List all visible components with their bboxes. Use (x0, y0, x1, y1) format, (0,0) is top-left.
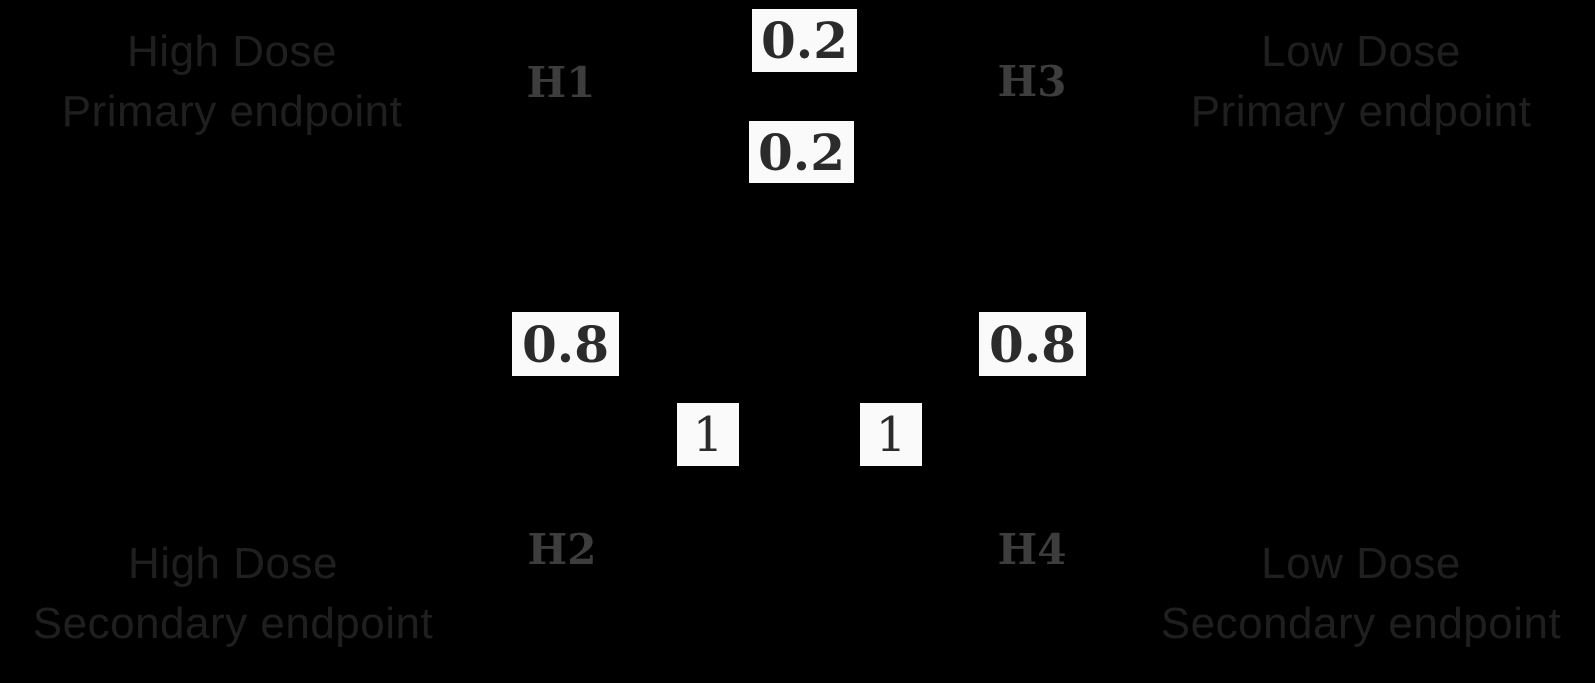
edge-weight-h3-to-h4: 0.8 (979, 312, 1086, 376)
caption-line-1: High Dose (127, 27, 337, 76)
node-label-h2: H2 (527, 525, 597, 574)
node-label-h4: H4 (997, 525, 1067, 574)
edge-weight-h3-to-h1: 0.2 (749, 121, 854, 183)
caption-low-dose-primary: Low Dose Primary endpoint (1141, 22, 1581, 142)
edge-weight-h1-to-h3: 0.2 (752, 9, 857, 72)
node-label-h3: H3 (997, 57, 1067, 106)
edge-weight-h2-out: 1 (677, 403, 739, 466)
caption-line-1: Low Dose (1261, 539, 1461, 588)
caption-high-dose-primary: High Dose Primary endpoint (12, 22, 452, 142)
caption-line-2: Secondary endpoint (32, 599, 434, 648)
edge-weight-h4-out: 1 (860, 403, 922, 466)
caption-line-2: Primary endpoint (61, 87, 403, 136)
caption-line-2: Primary endpoint (1190, 87, 1532, 136)
caption-low-dose-secondary: Low Dose Secondary endpoint (1141, 534, 1581, 654)
caption-line-1: High Dose (128, 539, 338, 588)
node-label-h1: H1 (526, 58, 596, 107)
caption-line-2: Secondary endpoint (1160, 599, 1562, 648)
edge-weight-h1-to-h2: 0.8 (512, 312, 619, 376)
caption-high-dose-secondary: High Dose Secondary endpoint (13, 534, 453, 654)
caption-line-1: Low Dose (1261, 27, 1461, 76)
